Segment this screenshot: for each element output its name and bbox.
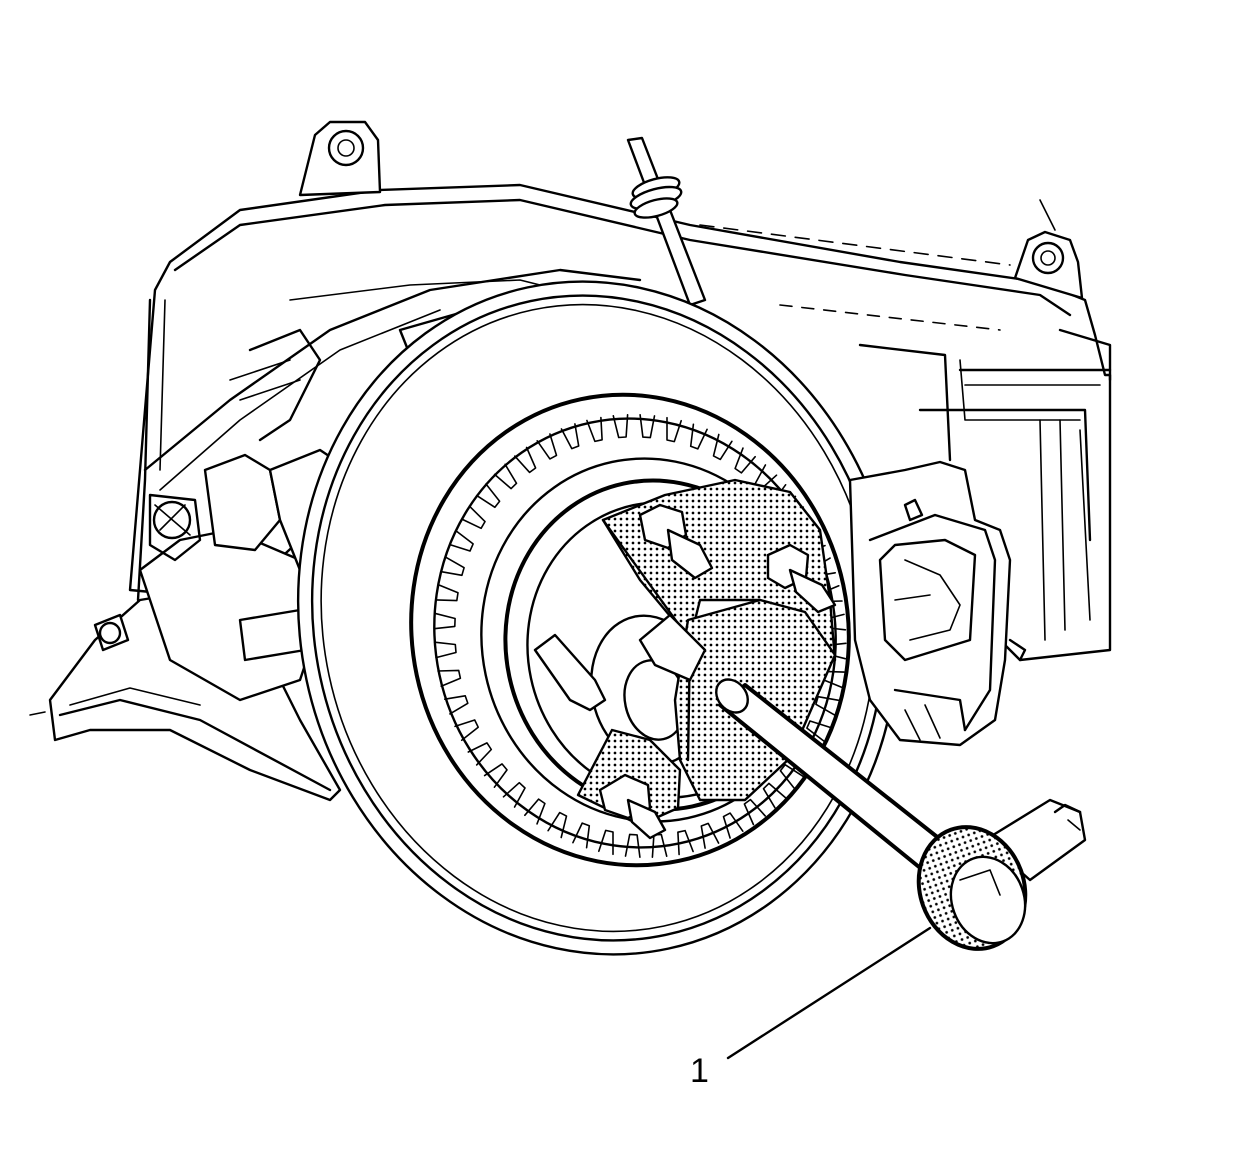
tone-ring-tooth (762, 782, 787, 809)
tone-ring-tooth (547, 811, 568, 839)
tone-ring-tooth (433, 612, 456, 630)
tone-ring-tooth (433, 641, 457, 659)
tone-ring-tooth (435, 583, 459, 602)
tone-ring-tooth (700, 822, 720, 849)
tone-ring-tooth (449, 529, 474, 552)
tone-ring-tooth (513, 446, 537, 474)
tone-ring-tooth (779, 763, 805, 789)
tone-ring-tooth (677, 829, 694, 856)
tone-ring-tooth (493, 463, 518, 490)
tone-ring-tooth (461, 505, 486, 530)
wrench (916, 798, 1087, 951)
tone-ring-tooth (624, 833, 641, 859)
tone-ring-tooth (806, 720, 831, 743)
lower-control-arm (29, 593, 342, 802)
wheel-studs (533, 503, 837, 840)
tone-ring-tooth (443, 694, 469, 715)
tone-ring-tooth (815, 695, 840, 716)
tone-ring-tooth (666, 416, 683, 443)
tone-ring-tooth (440, 556, 465, 577)
brake-caliper (848, 460, 1027, 747)
callout-label: 1 (690, 1052, 709, 1090)
tone-ring-tooth (523, 798, 546, 825)
brake-line (626, 136, 707, 307)
tone-ring-tooth (612, 413, 629, 439)
tone-ring-tooth (483, 763, 508, 789)
tone-ring-tooth (597, 829, 614, 856)
tone-ring-tooth (475, 483, 501, 509)
tone-ring-tooth (586, 416, 603, 443)
callout-1: 1 (690, 926, 932, 1090)
tone-ring-tooth (722, 812, 744, 839)
tone-ring-tooth (712, 433, 733, 461)
tone-ring-tooth (560, 423, 580, 450)
tone-ring-tooth (639, 413, 656, 439)
leader-line (726, 926, 932, 1060)
tone-ring-tooth (437, 669, 462, 688)
tone-ring-tooth (572, 822, 591, 849)
tone-ring-tooth (689, 423, 708, 450)
tone-ring-tooth (502, 781, 526, 808)
tone-ring-tooth (536, 433, 558, 460)
tone-ring-tooth (454, 719, 480, 742)
tone-ring-tooth (743, 798, 767, 826)
tone-ring-tooth (734, 447, 757, 474)
tone-ring-tooth (467, 742, 493, 766)
